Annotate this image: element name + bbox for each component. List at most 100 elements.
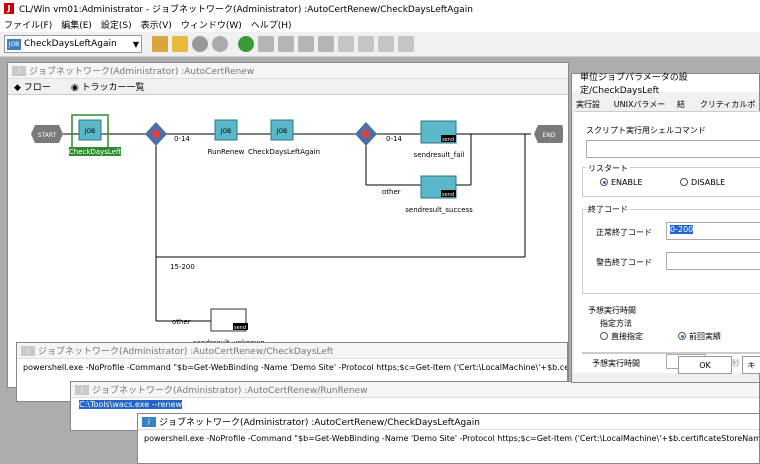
jobnet-window-title: J ジョブネットワーク(Administrator) :AutoCertRene… <box>8 63 568 79</box>
send-unknown-tag: send <box>234 325 246 331</box>
job-checkdaysleft-label: CheckDaysLeft <box>69 148 121 156</box>
expected-time-field-label: 予想実行時間 <box>592 359 640 368</box>
restart-disable[interactable]: DISABLE <box>680 178 725 187</box>
app-titlebar: J CL/Win vm01:Administrator - ジョブネットワーク(… <box>0 0 760 17</box>
menu-help[interactable]: ヘルプ(H) <box>250 21 292 31</box>
job-checkdaysleftagain-label: CheckDaysLeftAgain <box>248 148 320 156</box>
script-label: スクリプト実行用シェルコマンド <box>586 126 706 135</box>
send-unknown-tag-box <box>233 323 248 330</box>
document-delete-icon[interactable] <box>318 36 334 52</box>
stop-icon[interactable] <box>212 36 228 52</box>
branch-1-label-0-14: 0-14 <box>174 135 190 143</box>
radio-disable-icon <box>680 178 688 186</box>
job-checkdaysleft-tag: JOB <box>84 128 96 135</box>
send-fail-tag-box <box>441 135 456 142</box>
checkdaysleftagain-title-text: ジョブネットワーク(Administrator) :AutoCertRenew/… <box>159 418 480 428</box>
branch-1-marker-icon <box>152 130 160 138</box>
send-success-tag-box <box>441 190 456 197</box>
method-previous[interactable]: 前回実績 <box>678 331 721 342</box>
menu-bar: ファイル(F) 編集(E) 設定(S) 表示(V) ウィンドウ(W) ヘルプ(H… <box>0 17 760 32</box>
menu-edit[interactable]: 編集(E) <box>61 21 92 31</box>
warning-exit-field[interactable] <box>666 252 760 270</box>
menu-view[interactable]: 表示(V) <box>140 21 172 31</box>
key-icon[interactable] <box>172 36 188 52</box>
checkdaysleftagain-command[interactable]: powershell.exe -NoProfile -Command "$b=G… <box>144 434 759 443</box>
ok-button[interactable]: OK <box>678 356 732 374</box>
method-label: 指定方法 <box>600 319 632 328</box>
tab-flow[interactable]: ◆ フロー <box>14 83 51 93</box>
exit-code-label: 終了コード <box>586 204 630 215</box>
jobnet-tabs: ◆ フロー ◉ トラッカー一覧 <box>8 79 568 95</box>
send-fail-label: sendresult_fail <box>414 151 465 159</box>
job-checkdaysleft-label-bg <box>69 147 121 156</box>
checkdaysleftagain-window: J ジョブネットワーク(Administrator) :AutoCertRene… <box>137 413 760 464</box>
app-title: CL/Win vm01:Administrator - ジョブネットワーク(Ad… <box>19 5 473 15</box>
refresh-icon[interactable] <box>192 36 208 52</box>
job-runrenew[interactable] <box>214 119 238 141</box>
runrenew-title-text: ジョブネットワーク(Administrator) :AutoCertRenew/… <box>92 386 368 396</box>
method-direct[interactable]: 直接指定 <box>600 331 643 342</box>
tab-tracker[interactable]: ◉ トラッカー一覧 <box>70 83 145 93</box>
menu-window[interactable]: ウィンドウ(W) <box>180 21 242 31</box>
job-selector[interactable]: JOB CheckDaysLeftAgain ▼ <box>4 35 142 53</box>
normal-exit-label: 正常終了コード <box>596 228 652 237</box>
branch-2-label-other: other <box>382 188 401 196</box>
runrenew-command[interactable]: C:\Tools\wacs.exe --renew <box>79 400 183 409</box>
radio-enable-icon <box>600 178 608 186</box>
document-move-icon[interactable] <box>298 36 314 52</box>
start-label: START <box>38 132 57 139</box>
branch-2-marker-icon <box>362 130 370 138</box>
dialog-title: 単位ジョブパラメータの設定/CheckDaysLeft <box>580 73 688 96</box>
table-icon[interactable] <box>358 36 374 52</box>
jobnet-icon: J <box>142 416 156 427</box>
send-fail-tag: send <box>442 137 454 143</box>
job-checkdaysleftagain[interactable] <box>270 119 294 141</box>
checkdaysleftagain-window-title: J ジョブネットワーク(Administrator) :AutoCertRene… <box>138 414 759 430</box>
job-selector-value: CheckDaysLeftAgain <box>24 39 117 49</box>
checkdaysleft-command[interactable]: powershell.exe -NoProfile -Command "$b=G… <box>23 363 567 372</box>
dialog-panel: スクリプト実行用シェルコマンド リスタート ENABLE DISABLE 終了コ… <box>574 111 760 373</box>
flow-canvas: START END send send send <box>11 99 566 382</box>
jobnet-window: J ジョブネットワーク(Administrator) :AutoCertRene… <box>7 62 569 388</box>
save-icon[interactable] <box>398 36 414 52</box>
grid-icon[interactable] <box>338 36 354 52</box>
jobnet-title-text: ジョブネットワーク(Administrator) :AutoCertRenew <box>29 67 255 77</box>
dialog-titlebar: 単位ジョブパラメータの設定/CheckDaysLeft <box>572 73 759 96</box>
script-field[interactable] <box>586 140 760 158</box>
menu-file[interactable]: ファイル(F) <box>4 21 53 31</box>
app-logo-icon: J <box>4 3 14 14</box>
chevron-down-icon[interactable]: ▼ <box>132 39 139 49</box>
job-runrenew-label: RunRenew <box>208 148 245 156</box>
menu-settings[interactable]: 設定(S) <box>100 21 132 31</box>
restart-enable[interactable]: ENABLE <box>600 178 643 187</box>
branch-1-label-15-200: 15-200 <box>170 263 195 271</box>
job-checkdaysleft[interactable] <box>78 119 102 141</box>
open-folder-icon[interactable] <box>152 36 168 52</box>
job-icon: JOB <box>7 38 21 50</box>
warning-exit-label: 警告終了コード <box>596 258 652 267</box>
checkdaysleft-title-text: ジョブネットワーク(Administrator) :AutoCertRenew/… <box>38 347 334 357</box>
cancel-button[interactable]: キ <box>742 356 760 374</box>
expected-time-label: 予想実行時間 <box>588 306 636 315</box>
normal-exit-value: 0-200 <box>670 225 694 234</box>
radio-direct-icon <box>600 332 608 340</box>
start-node[interactable] <box>31 125 63 143</box>
jobnet-icon: J <box>75 384 89 395</box>
expected-time-group <box>582 352 760 354</box>
branch-1-label-other: other <box>172 318 191 326</box>
end-node[interactable] <box>534 125 566 143</box>
calendar-icon[interactable] <box>378 36 394 52</box>
job-parameter-dialog: 単位ジョブパラメータの設定/CheckDaysLeft 実行設定 UNIXパラメ… <box>571 73 760 383</box>
restart-label: リスタート <box>586 163 630 174</box>
document-copy-icon[interactable] <box>278 36 294 52</box>
job-checkdaysleftagain-tag: JOB <box>276 128 288 135</box>
toolbar: JOB CheckDaysLeftAgain ▼ <box>0 32 760 57</box>
help-icon[interactable] <box>238 36 254 52</box>
end-label: END <box>543 132 556 139</box>
send-success-tag: send <box>442 192 454 198</box>
unit-select[interactable]: 秒 <box>732 359 740 368</box>
document-icon[interactable] <box>258 36 274 52</box>
runrenew-command-wrap: C:\Tools\wacs.exe --renew <box>71 398 759 411</box>
normal-exit-field[interactable]: 0-200 <box>666 222 760 240</box>
runrenew-window-title: J ジョブネットワーク(Administrator) :AutoCertRene… <box>71 382 759 398</box>
